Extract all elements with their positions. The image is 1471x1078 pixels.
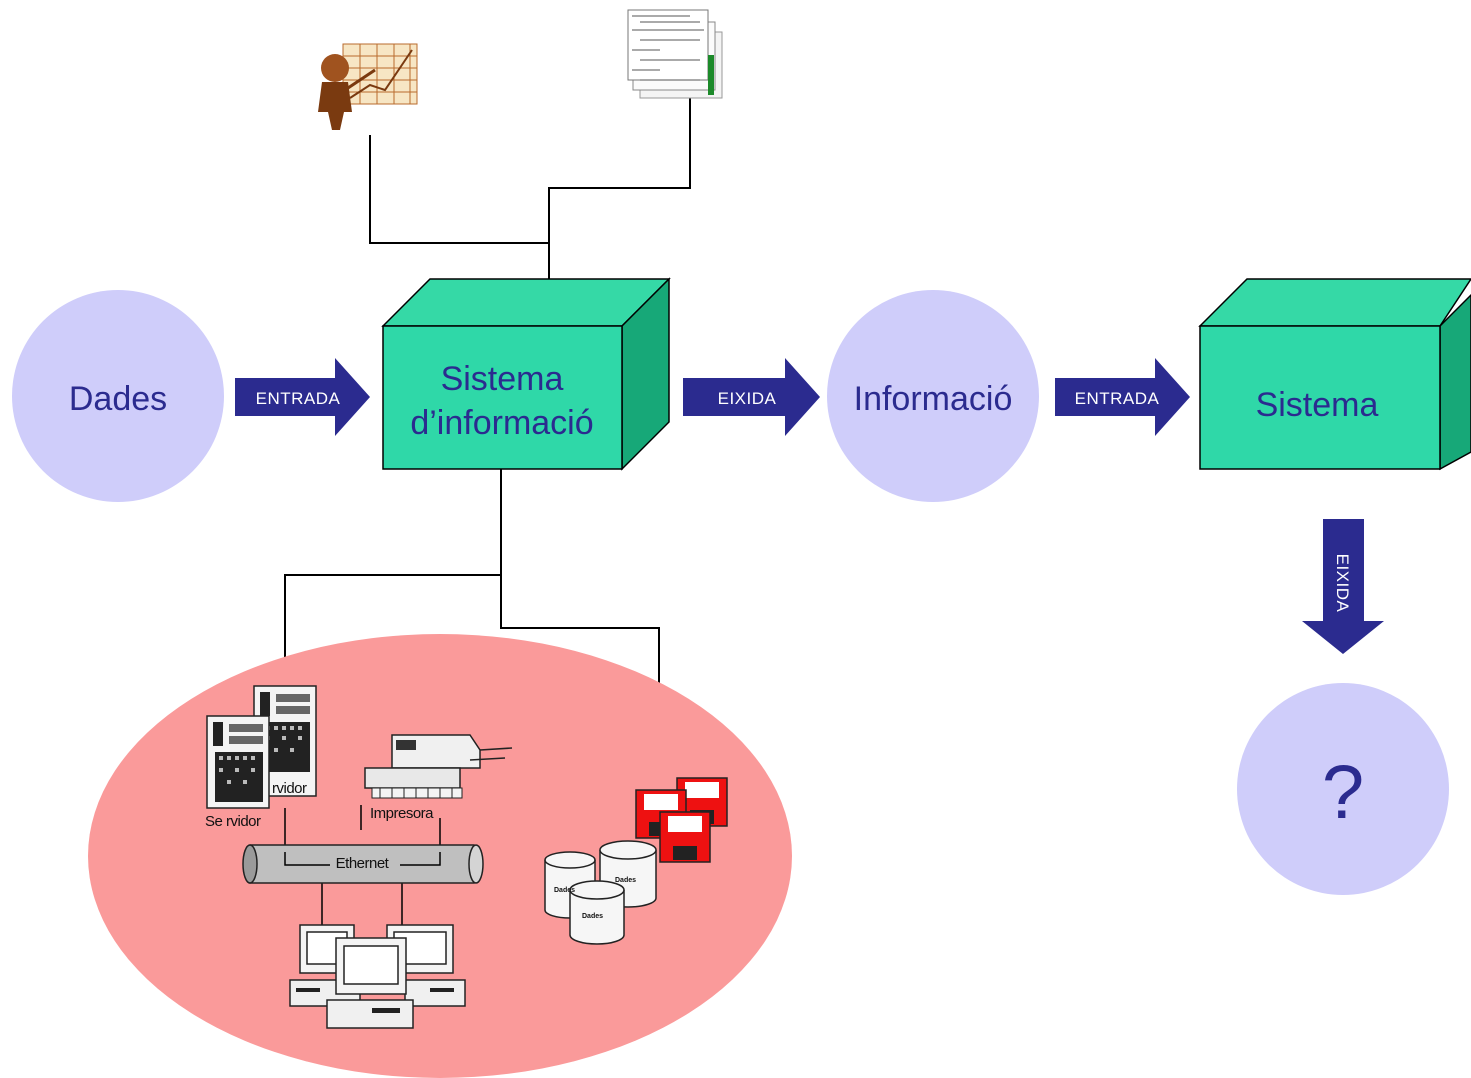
server-label-bottom: Se rvidor: [205, 813, 261, 830]
node-unknown-label: ?: [1322, 750, 1364, 835]
ethernet-label: Ethernet: [336, 855, 390, 872]
arrow-entrada-1: ENTRADA: [235, 358, 370, 436]
database-label-3: Dades: [554, 887, 575, 894]
arrow-eixida-1: EIXIDA: [683, 358, 820, 436]
node-sistema-informacio-label-2: d’informació: [410, 404, 593, 442]
server-label-top: rvidor: [272, 780, 307, 797]
arrow-entrada-2: ENTRADA: [1055, 358, 1190, 436]
node-sistema: Sistema: [1198, 278, 1471, 471]
database-label-2: Dades: [582, 913, 603, 920]
arrow-eixida-2-label: EIXIDA: [1333, 554, 1352, 613]
arrow-entrada-2-label: ENTRADA: [1075, 389, 1160, 408]
chart-presenter-icon: [318, 43, 418, 130]
arrow-eixida-2: EIXIDA: [1302, 519, 1384, 654]
node-dades: Dades: [12, 290, 224, 502]
database-icon: Dades Dades Dades: [544, 840, 657, 945]
node-informacio-label: Informació: [854, 380, 1013, 418]
node-unknown: ?: [1237, 683, 1449, 895]
node-sistema-informacio: Sistema d’informació: [381, 277, 671, 471]
node-sistema-label: Sistema: [1256, 386, 1379, 424]
server-icon: rvidor Se rvidor: [205, 685, 317, 830]
workstation-icon: [289, 924, 466, 1029]
documents-icon: [627, 9, 723, 99]
node-dades-label: Dades: [69, 380, 167, 418]
arrow-eixida-1-label: EIXIDA: [718, 389, 777, 408]
arrow-entrada-1-label: ENTRADA: [256, 389, 341, 408]
floppy-disk-icon: [635, 777, 728, 863]
node-informacio: Informació: [827, 290, 1039, 502]
printer-label: Impresora: [370, 805, 434, 822]
printer-icon: Impresora: [364, 734, 513, 822]
connector-lines-top: [369, 95, 691, 280]
node-sistema-informacio-label-1: Sistema: [441, 360, 564, 398]
database-label-1: Dades: [615, 877, 636, 884]
ethernet-bus-icon: Ethernet: [242, 805, 484, 925]
